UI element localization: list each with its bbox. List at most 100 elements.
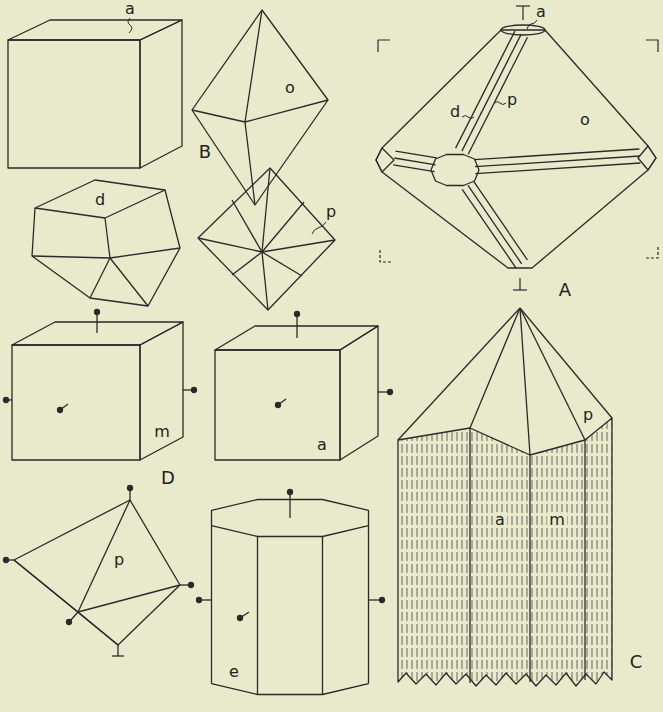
bipyramid-line bbox=[117, 645, 118, 656]
striated-crystal-line bbox=[470, 308, 520, 428]
combined-crystal-line bbox=[468, 185, 522, 264]
face-label: a bbox=[125, 1, 135, 17]
striated-crystal-line bbox=[520, 308, 530, 455]
combined-crystal-line bbox=[456, 31, 515, 148]
figure-letter: D bbox=[161, 469, 175, 487]
octahedron-line bbox=[192, 110, 245, 122]
prism-line bbox=[140, 322, 183, 460]
face-label: o bbox=[285, 80, 295, 96]
octahedron-line bbox=[245, 10, 262, 122]
axis-mark-line bbox=[522, 6, 523, 20]
striated-crystal-line bbox=[520, 308, 612, 418]
trapezohedron-line bbox=[312, 222, 326, 234]
face-label: p bbox=[583, 407, 593, 423]
dodecahedron-line bbox=[105, 218, 110, 258]
trapezohedron-line bbox=[198, 168, 335, 310]
octagonal-prism-line bbox=[212, 684, 369, 695]
axis-mark bbox=[378, 6, 658, 290]
face-label: a bbox=[317, 437, 327, 453]
octahedron-line bbox=[245, 122, 255, 205]
octagonal-prism-line bbox=[289, 494, 290, 518]
octahedron-line bbox=[192, 10, 328, 205]
figure-letter: A bbox=[559, 281, 571, 299]
trapezohedron-line bbox=[262, 202, 304, 252]
trapezohedron-line bbox=[262, 252, 268, 310]
axis-mark-line bbox=[646, 246, 658, 258]
bipyramid-line bbox=[70, 612, 78, 621]
combined-crystal-line bbox=[468, 37, 527, 154]
prism-line bbox=[192, 388, 197, 393]
octagonal-prism-line bbox=[288, 490, 293, 495]
striated-crystal-line bbox=[469, 428, 470, 683]
combined-crystal-line bbox=[431, 155, 479, 186]
octagonal-prism bbox=[197, 490, 385, 695]
axis-mark-line bbox=[378, 40, 390, 52]
octagonal-prism-line bbox=[380, 598, 385, 603]
combined-crystal-line bbox=[376, 30, 656, 268]
dodecahedron-line bbox=[32, 180, 180, 306]
bipyramid-line bbox=[112, 655, 124, 656]
combined-crystal-line bbox=[638, 146, 656, 170]
striated-crystal-line bbox=[398, 308, 520, 440]
octagonal-prism-line bbox=[257, 537, 258, 695]
octagonal-prism-line bbox=[211, 526, 212, 684]
prism-line bbox=[95, 310, 100, 315]
axis-mark-line bbox=[646, 40, 658, 52]
striated-crystal-line bbox=[398, 418, 612, 686]
cube-line bbox=[8, 20, 182, 40]
bipyramid-line bbox=[14, 560, 180, 612]
prism-line bbox=[295, 312, 300, 317]
octahedron bbox=[192, 10, 328, 205]
combined-crystal-line bbox=[501, 25, 545, 35]
trapezohedron-line bbox=[262, 168, 270, 252]
octagonal-prism-line bbox=[368, 526, 369, 684]
figure-letter: C bbox=[630, 653, 643, 671]
prism-line bbox=[12, 345, 140, 460]
dodecahedron-line bbox=[32, 256, 110, 258]
striated-crystal-line bbox=[529, 455, 530, 682]
combined-crystal-line bbox=[495, 102, 506, 105]
dodecahedron-line bbox=[110, 248, 180, 258]
face-label: p bbox=[326, 204, 336, 220]
trapezohedron-line bbox=[232, 200, 262, 252]
combined-crystal-line bbox=[393, 165, 434, 172]
face-label: p bbox=[114, 552, 124, 568]
trapezohedron-line bbox=[198, 238, 262, 252]
face-label: a bbox=[493, 512, 507, 528]
octagonal-prism-line bbox=[322, 537, 323, 695]
bipyramid-line bbox=[128, 486, 133, 491]
prism-line bbox=[96, 314, 97, 333]
striated-crystal bbox=[398, 308, 612, 686]
combined-crystal-line bbox=[475, 163, 640, 174]
face-label: d bbox=[450, 104, 460, 120]
face-label: o bbox=[580, 112, 590, 128]
combined-crystal-line bbox=[462, 34, 521, 151]
combined-crystal bbox=[376, 20, 656, 268]
prism bbox=[4, 310, 197, 461]
octagonal-prism-line bbox=[197, 598, 202, 603]
bipyramid-line bbox=[67, 620, 72, 625]
axis-mark-line bbox=[380, 250, 392, 262]
face-label: m bbox=[154, 424, 170, 440]
axis-mark-line bbox=[519, 278, 520, 290]
dodecahedron bbox=[32, 180, 180, 306]
dodecahedron-line bbox=[35, 190, 165, 218]
cube-line bbox=[140, 20, 182, 168]
bipyramid-line bbox=[129, 490, 130, 500]
cube-line bbox=[8, 40, 140, 168]
bipyramid-line bbox=[14, 500, 180, 645]
bipyramid bbox=[4, 486, 194, 657]
combined-crystal-line bbox=[474, 181, 528, 260]
face-label: d bbox=[95, 192, 105, 208]
trapezohedron-line bbox=[262, 240, 335, 252]
combined-crystal-line bbox=[394, 158, 435, 165]
prism-line bbox=[340, 326, 378, 460]
trapezohedron bbox=[198, 168, 335, 310]
cube bbox=[8, 18, 182, 168]
bipyramid-line bbox=[78, 500, 130, 612]
bipyramid-line bbox=[78, 612, 118, 645]
figure-letter: B bbox=[199, 143, 211, 161]
striated-crystal-line bbox=[584, 440, 585, 680]
prism-line bbox=[276, 403, 281, 408]
